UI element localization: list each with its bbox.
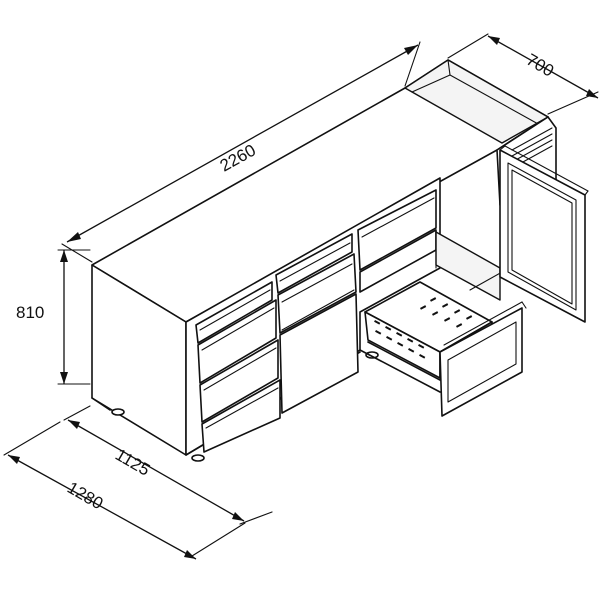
foot-left bbox=[111, 408, 125, 416]
foot-front bbox=[191, 454, 205, 462]
basket-drawer-front bbox=[439, 307, 523, 417]
drawer-column-1 bbox=[195, 281, 281, 453]
drawer-1a bbox=[195, 281, 273, 344]
dimension-width-outer-label: 1280 bbox=[64, 478, 106, 513]
dimension-height: 810 bbox=[16, 249, 91, 385]
dimension-height-label: 810 bbox=[16, 303, 44, 322]
open-door bbox=[499, 145, 589, 323]
drawer-3a bbox=[357, 189, 437, 271]
basket-drawer bbox=[359, 281, 527, 417]
foot-mid bbox=[365, 351, 379, 359]
drawer-2b bbox=[277, 253, 357, 334]
drawer-column-2 bbox=[275, 233, 359, 414]
dimension-depth-label: 700 bbox=[523, 50, 557, 81]
door-2c bbox=[279, 293, 359, 414]
dimension-width-inner-label: 1125 bbox=[112, 445, 153, 480]
drawer-1b bbox=[197, 299, 277, 384]
drawer-1c bbox=[199, 339, 279, 423]
drawer-2a bbox=[275, 233, 353, 294]
basket-slots bbox=[374, 297, 473, 359]
